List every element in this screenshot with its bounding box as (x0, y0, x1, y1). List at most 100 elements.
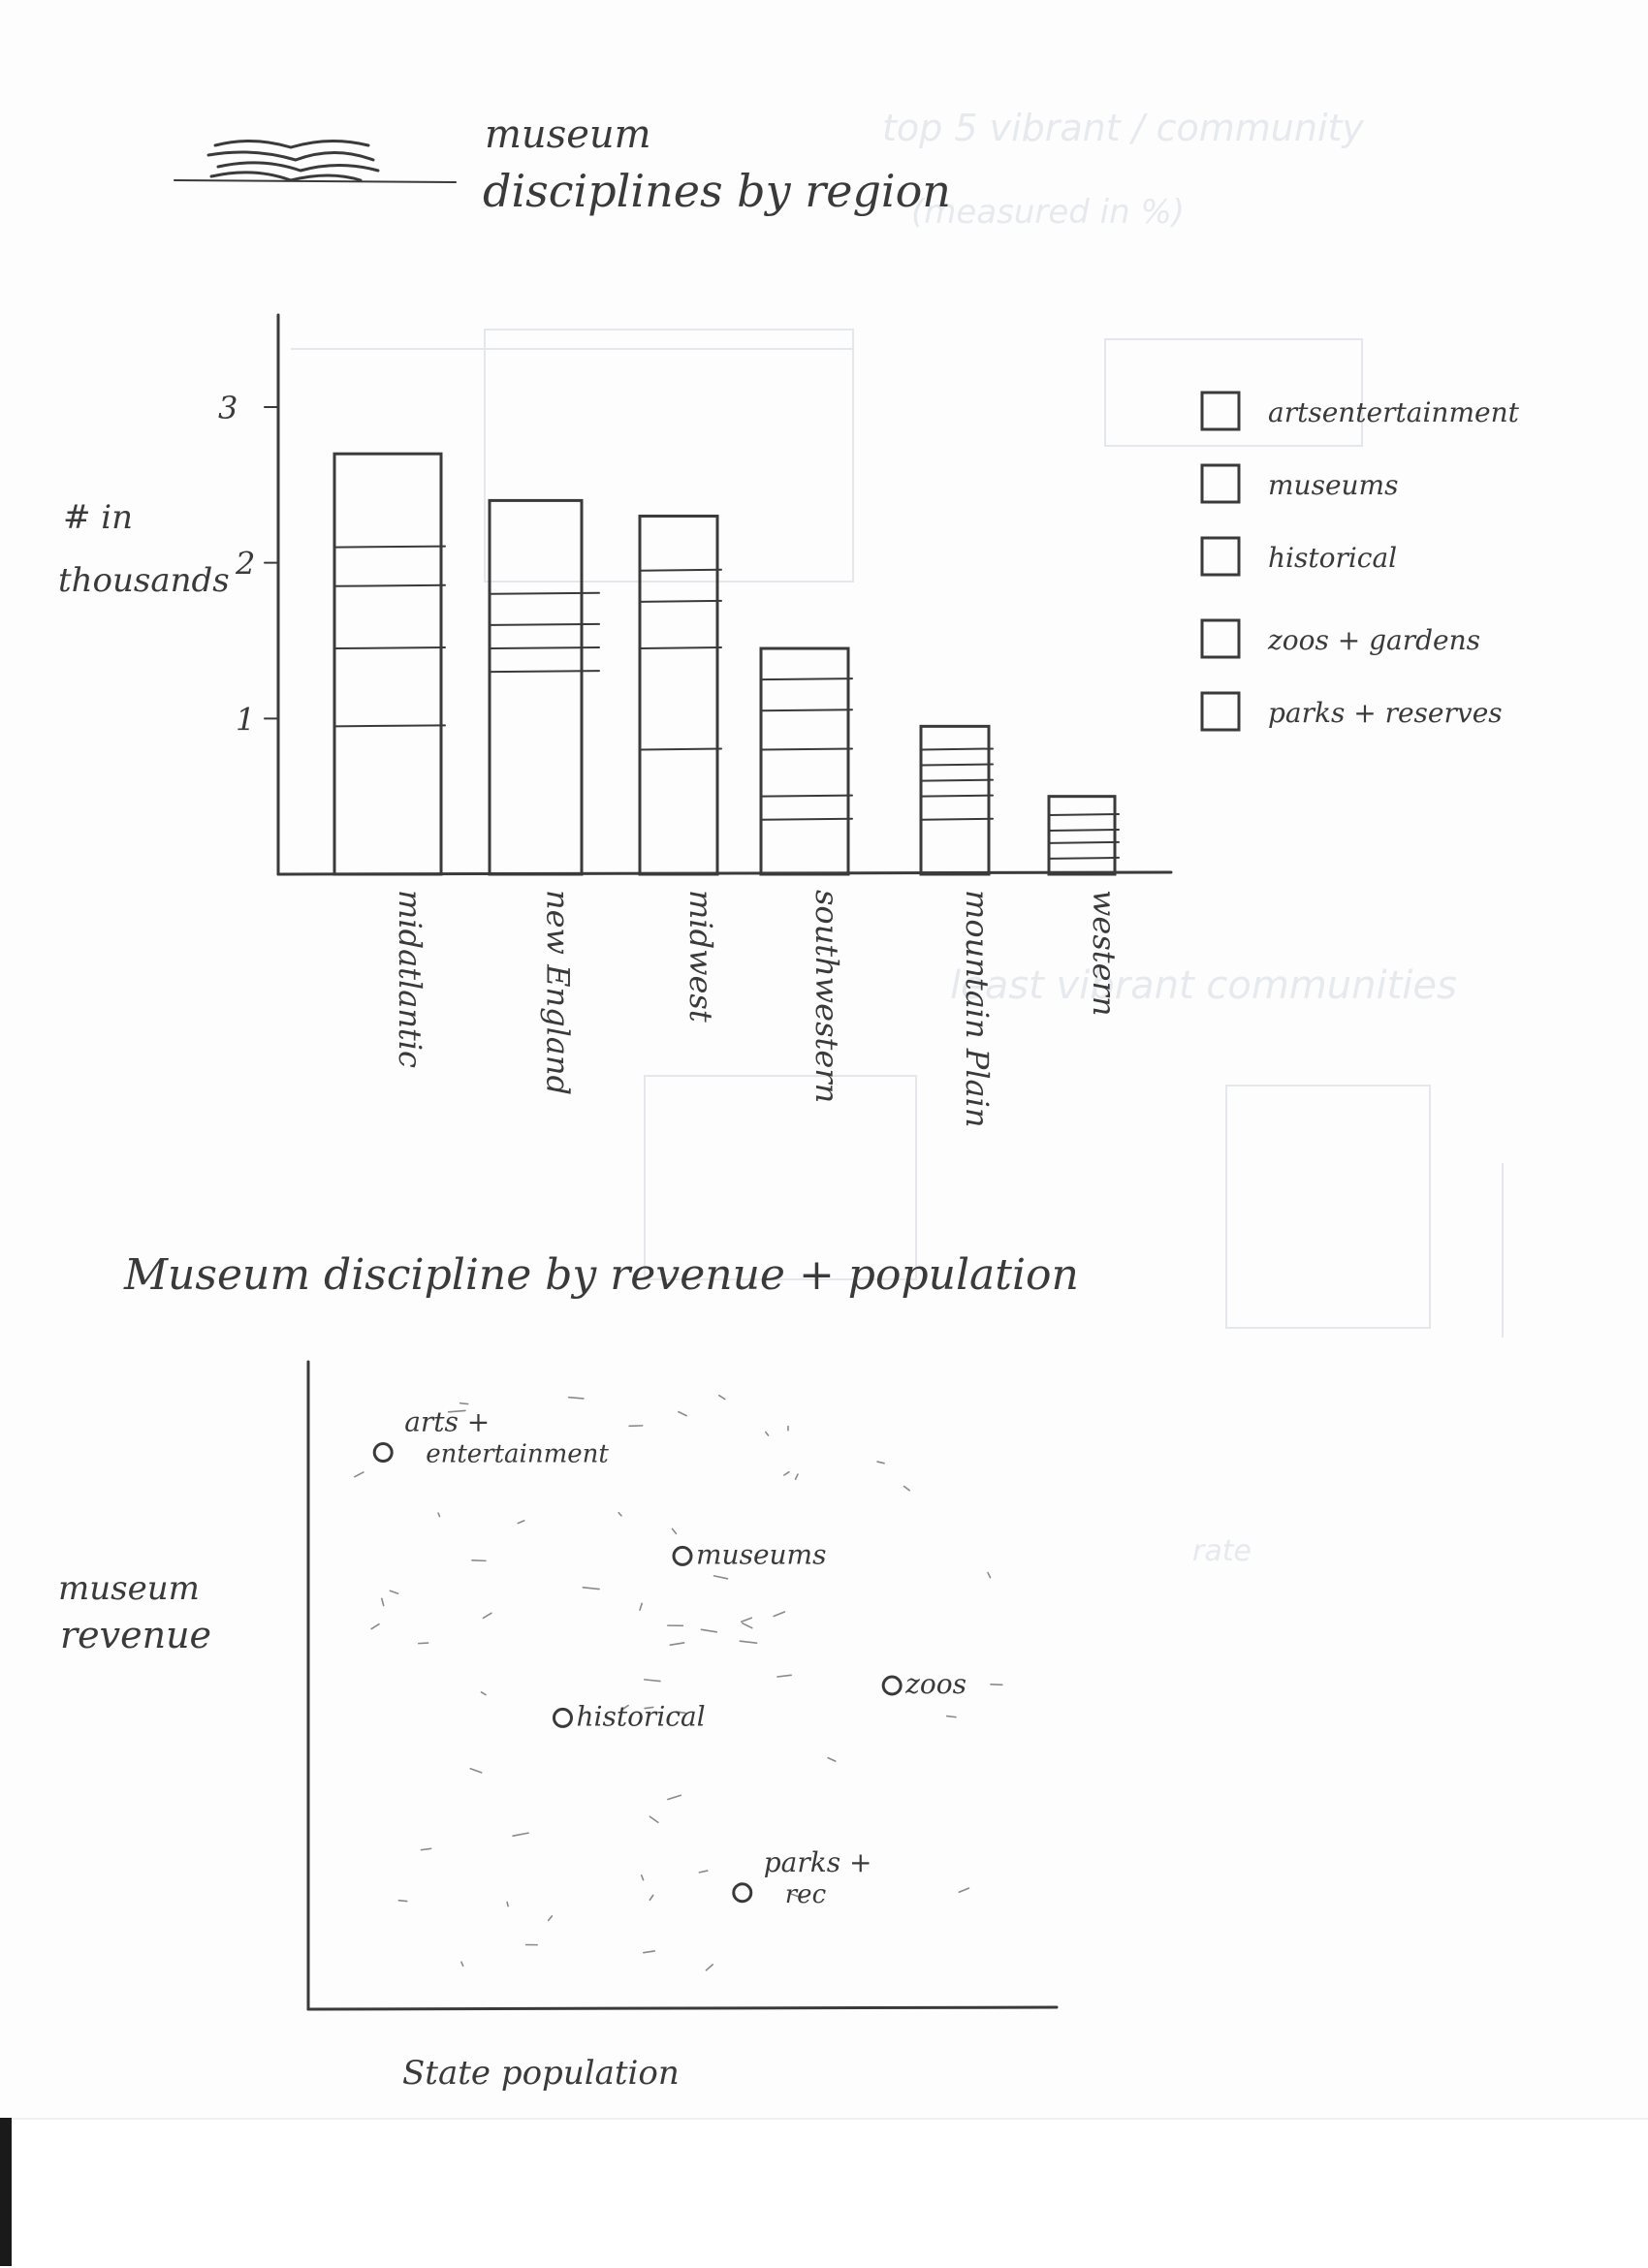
scatter-background-mark (784, 1472, 789, 1475)
scatter-background-mark (959, 1888, 968, 1892)
scatter-background-mark (371, 1624, 379, 1629)
svg-text:rate: rate (1192, 1534, 1252, 1568)
scatter-background-mark (706, 1965, 713, 1970)
scatter-background-mark (483, 1613, 491, 1618)
chart1-title-top: museum (485, 112, 651, 157)
chart1-category-label: midwest (682, 890, 719, 1023)
legend-label: parks + reserves (1268, 697, 1503, 729)
bar-segment-divider (761, 796, 852, 797)
scatter-background-mark (470, 1769, 481, 1773)
bar-1 (490, 500, 582, 874)
scatter-point-label: historical (576, 1700, 705, 1732)
scatter-background-mark (877, 1462, 884, 1464)
bleed-through-ghost: top 5 vibrant / community (measured in %… (291, 107, 1503, 1568)
chart1-category-label: southwestern (808, 890, 845, 1103)
scatter-chart: arts +entertainmentmuseumshistoricalzoos… (308, 1362, 1057, 2009)
chart1-y-tick-label: 1 (236, 701, 255, 738)
chart1-title: disciplines by region (483, 165, 951, 217)
scatter-background-mark (513, 1833, 528, 1836)
scatter-background-mark (507, 1903, 508, 1906)
legend-swatch (1202, 693, 1239, 730)
scatter-background-mark (740, 1641, 756, 1643)
bar-segment-divider (761, 678, 852, 679)
chart1-y-tick-label: 2 (235, 546, 255, 583)
bar-segment-divider (490, 647, 599, 648)
scatter-background-mark (390, 1591, 397, 1593)
scatter-background-mark (472, 1560, 486, 1561)
legend-label: zoos + gardens (1267, 624, 1480, 656)
scatter-background-mark (777, 1675, 791, 1677)
scatter-background-mark (421, 1848, 430, 1849)
scatter-background-mark (355, 1472, 364, 1477)
scatter-point-label: parks + (764, 1846, 872, 1878)
scatter-background-mark (679, 1412, 686, 1416)
scatter-background-mark (701, 1629, 716, 1632)
legend-label: museums (1268, 469, 1398, 501)
scatter-point-label: zoos (904, 1668, 967, 1700)
scatter-background-mark (743, 1623, 752, 1628)
chart2-title: Museum discipline by revenue + populatio… (123, 1250, 1079, 1300)
chart1-category-label: western (1086, 890, 1123, 1016)
scatter-background-mark (382, 1598, 384, 1605)
chart2-x-axis (308, 2007, 1057, 2009)
bar-segment-divider (921, 765, 993, 766)
scan-margin (0, 2118, 1648, 2268)
legend-swatch (1202, 620, 1239, 657)
scatter-background-mark (774, 1612, 784, 1616)
scan-edge-mark (0, 2118, 12, 2266)
bar-segment-divider (334, 647, 445, 648)
scatter-point-label: entertainment (426, 1440, 609, 1469)
scatter-background-mark (650, 1895, 652, 1900)
scatter-background-mark (742, 1618, 752, 1622)
chart1-ylabel-line1: # in (63, 498, 133, 537)
scatter-background-mark (670, 1643, 683, 1645)
scatter-background-mark (796, 1474, 798, 1479)
scatter-point (674, 1547, 691, 1564)
legend-label: artsentertainment (1268, 396, 1520, 428)
bar-segment-divider (490, 593, 599, 594)
scatter-background-mark (481, 1692, 486, 1695)
scatter-background-mark (904, 1486, 910, 1490)
scatter-background-mark (640, 1603, 642, 1610)
chart1-ylabel-line2: thousands (58, 561, 230, 600)
chart1-category-label: new England (540, 890, 577, 1095)
legend-label: historical (1268, 542, 1397, 574)
legend-swatch (1202, 465, 1239, 502)
legend-swatch (1202, 538, 1239, 575)
bar-segment-divider (921, 780, 993, 781)
scatter-background-mark (569, 1398, 584, 1399)
chart2-xlabel: State population (402, 2054, 680, 2093)
scatter-background-mark (668, 1795, 681, 1799)
bar-segment-divider (761, 819, 852, 820)
bar-5 (1049, 797, 1115, 874)
scatter-background-mark (719, 1396, 725, 1400)
scatter-background-mark (650, 1816, 657, 1822)
svg-text:(measured in %): (measured in %) (911, 193, 1185, 232)
scatter-point (734, 1884, 751, 1902)
scatter-background-mark (988, 1573, 990, 1578)
scatter-background-mark (438, 1513, 439, 1517)
scatter-background-mark (460, 1403, 468, 1404)
scatter-background-mark (461, 1962, 463, 1966)
bar-segment-divider (921, 819, 993, 820)
bar-segment-divider (1049, 842, 1119, 843)
bar-segment-divider (640, 647, 721, 648)
scatter-point-label: arts + (404, 1406, 490, 1438)
scatter-point (554, 1709, 571, 1726)
legend-swatch (1202, 393, 1239, 429)
scatter-background-mark (618, 1513, 621, 1516)
scatter-point (374, 1444, 392, 1462)
scatter-background-mark (549, 1916, 553, 1921)
scatter-background-mark (419, 1643, 428, 1644)
bar-segment-divider (490, 624, 599, 625)
chart1-legend: artsentertainment museums historical zoos +… (1202, 393, 1520, 730)
bar-segment-divider (640, 748, 721, 749)
scatter-background-mark (766, 1433, 769, 1435)
chart2-ylabel-line2: revenue (60, 1614, 211, 1656)
scatter-background-mark (699, 1871, 707, 1873)
sketch-canvas: top 5 vibrant / community (measured in %… (0, 0, 1648, 2118)
bar-segment-divider (1049, 858, 1119, 859)
scatter-point-label: rec (785, 1880, 827, 1909)
bar-segment-divider (921, 748, 993, 749)
chart1-category-label: midatlantic (392, 890, 428, 1068)
